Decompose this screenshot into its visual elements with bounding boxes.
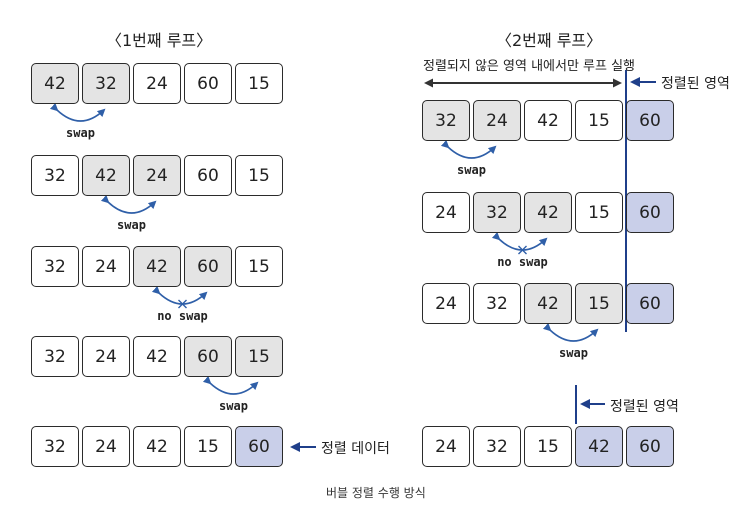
swap-label: swap <box>66 126 95 140</box>
array-cell: 32 <box>473 426 521 467</box>
array-cell: 24 <box>82 336 130 377</box>
no-swap-cross-icon <box>518 245 527 255</box>
swap-label: swap <box>457 163 486 177</box>
array-cell: 32 <box>31 426 79 467</box>
array-cell: 60 <box>184 336 232 377</box>
array-cell: 24 <box>422 283 470 324</box>
no-swap-label: no swap <box>497 255 548 269</box>
swap-label: swap <box>219 399 248 413</box>
swap-arc <box>151 285 208 305</box>
array-cell: 32 <box>422 100 470 141</box>
array-cell: 42 <box>524 192 572 233</box>
sorted-region-label: 정렬된 영역 <box>661 76 730 92</box>
array-cell: 24 <box>133 155 181 196</box>
array-cell: 15 <box>235 63 283 104</box>
array-cell: 24 <box>82 426 130 467</box>
swap-arc <box>440 139 497 159</box>
array-cell: 60 <box>184 246 232 287</box>
array-cell: 15 <box>524 426 572 467</box>
array-cell: 42 <box>133 426 181 467</box>
no-swap-label: no swap <box>157 309 208 323</box>
array-cell: 15 <box>184 426 232 467</box>
array-cell: 32 <box>31 336 79 377</box>
array-cell: 32 <box>31 155 79 196</box>
array-cell: 24 <box>82 246 130 287</box>
sorted-data-label: 정렬 데이터 <box>321 441 390 457</box>
array-cell: 32 <box>31 246 79 287</box>
swap-arc <box>100 194 157 214</box>
array-cell: 15 <box>575 283 623 324</box>
swap-arc <box>491 231 548 251</box>
array-cell: 42 <box>524 283 572 324</box>
array-cell: 42 <box>133 336 181 377</box>
array-cell: 60 <box>626 426 674 467</box>
array-cell: 15 <box>575 192 623 233</box>
array-cell: 60 <box>626 192 674 233</box>
final-sorted-region-label: 정렬된 영역 <box>610 399 679 415</box>
array-cell: 24 <box>422 426 470 467</box>
array-cell: 15 <box>575 100 623 141</box>
array-cell: 24 <box>133 63 181 104</box>
array-cell: 60 <box>626 100 674 141</box>
unsorted-range-label: 정렬되지 않은 영역 내에서만 루프 실행 <box>423 59 636 74</box>
array-cell: 60 <box>184 155 232 196</box>
array-cell: 15 <box>235 246 283 287</box>
array-cell: 15 <box>235 336 283 377</box>
no-swap-cross-icon <box>178 299 187 309</box>
array-cell: 24 <box>473 100 521 141</box>
array-cell: 60 <box>626 283 674 324</box>
swap-label: swap <box>559 346 588 360</box>
swap-arc <box>49 102 106 122</box>
swap-arc <box>542 322 599 342</box>
array-cell: 42 <box>31 63 79 104</box>
diagram-caption: 버블 정렬 수행 방식 <box>326 486 426 500</box>
array-cell: 42 <box>82 155 130 196</box>
loop2-title: 〈2번째 루프〉 <box>496 31 603 50</box>
array-cell: 42 <box>524 100 572 141</box>
array-cell: 32 <box>473 192 521 233</box>
array-cell: 24 <box>422 192 470 233</box>
array-cell: 42 <box>575 426 623 467</box>
loop1-title: 〈1번째 루프〉 <box>106 31 213 50</box>
array-cell: 42 <box>133 246 181 287</box>
array-cell: 32 <box>473 283 521 324</box>
array-cell: 32 <box>82 63 130 104</box>
swap-arc <box>202 375 259 395</box>
array-cell: 60 <box>235 426 283 467</box>
array-cell: 60 <box>184 63 232 104</box>
swap-label: swap <box>117 218 146 232</box>
array-cell: 15 <box>235 155 283 196</box>
